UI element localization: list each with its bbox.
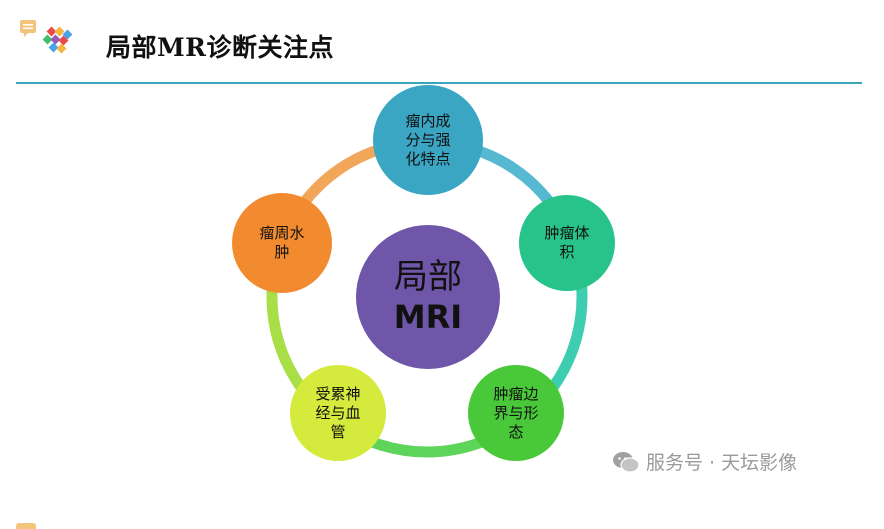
center-label-line1: 局部 [394,257,462,297]
node-tumor-components: 瘤内成分与强化特点 [373,85,483,195]
page-title: 局部MR诊断关注点 [106,33,334,62]
node-label: 肿瘤边界与形态 [493,384,539,441]
corner-decoration [16,523,36,529]
logo-icon [16,18,80,62]
node-involved-nerves-vessels: 受累神经与血管 [290,365,386,461]
center-node: 局部 MRI [356,225,500,369]
node-label: 肿瘤体积 [544,224,590,261]
node-label: 瘤内成分与强化特点 [405,111,451,168]
center-label-line2: MRI [393,298,463,336]
node-label: 瘤周水肿 [259,224,305,261]
wechat-icon [613,451,640,473]
node-tumor-boundary: 肿瘤边界与形态 [468,365,564,461]
watermark-text: 服务号 · 天坛影像 [646,452,798,474]
node-label: 受累神经与血管 [315,384,361,441]
node-tumor-volume: 肿瘤体积 [519,195,615,291]
title-divider [16,82,862,84]
watermark: 服务号 · 天坛影像 [612,448,797,475]
node-peritumoral-edema: 瘤周水肿 [232,193,332,293]
